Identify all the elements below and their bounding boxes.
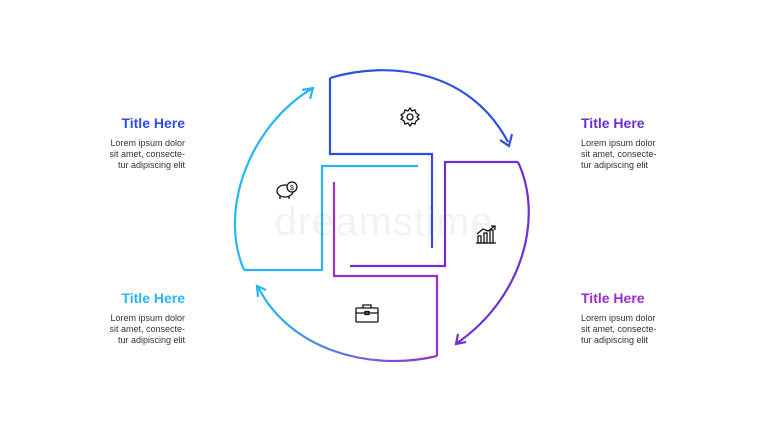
block-text: Lorem ipsum dolor sit amet, consecte- tu… — [581, 313, 657, 345]
block-title: Title Here — [581, 115, 645, 131]
svg-text:$: $ — [290, 185, 294, 192]
info-block-bottom-right: Title Here Lorem ipsum dolor sit amet, c… — [581, 289, 731, 346]
arrow-head-top — [499, 133, 514, 148]
info-block-top-right: Title Here Lorem ipsum dolor sit amet, c… — [581, 114, 731, 171]
arc-right — [456, 161, 530, 344]
arrow-head-bottom — [255, 284, 267, 298]
arrow-head-left — [301, 86, 315, 100]
segment-bottom — [332, 182, 439, 356]
segment-left — [244, 164, 418, 272]
briefcase-icon — [355, 304, 379, 323]
info-block-bottom-left: Title Here Lorem ipsum dolor sit amet, c… — [35, 289, 185, 346]
arc-top — [329, 69, 509, 143]
arrow-head-right — [454, 333, 467, 346]
segment-right — [350, 160, 518, 268]
watermark: dreamstime — [274, 200, 494, 244]
piggy-bank-icon: $ — [276, 181, 298, 199]
block-title: Title Here — [121, 115, 185, 131]
arc-bottom — [257, 286, 438, 363]
block-text: Lorem ipsum dolor sit amet, consecte- tu… — [581, 138, 657, 170]
arc-left — [233, 87, 314, 271]
block-text: Lorem ipsum dolor sit amet, consecte- tu… — [109, 138, 185, 170]
block-text: Lorem ipsum dolor sit amet, consecte- tu… — [109, 313, 185, 345]
gear-icon — [399, 106, 421, 128]
info-block-top-left: Title Here Lorem ipsum dolor sit amet, c… — [35, 114, 185, 171]
chart-icon — [476, 225, 496, 244]
block-title: Title Here — [121, 290, 185, 306]
block-title: Title Here — [581, 290, 645, 306]
segment-top — [328, 78, 434, 248]
